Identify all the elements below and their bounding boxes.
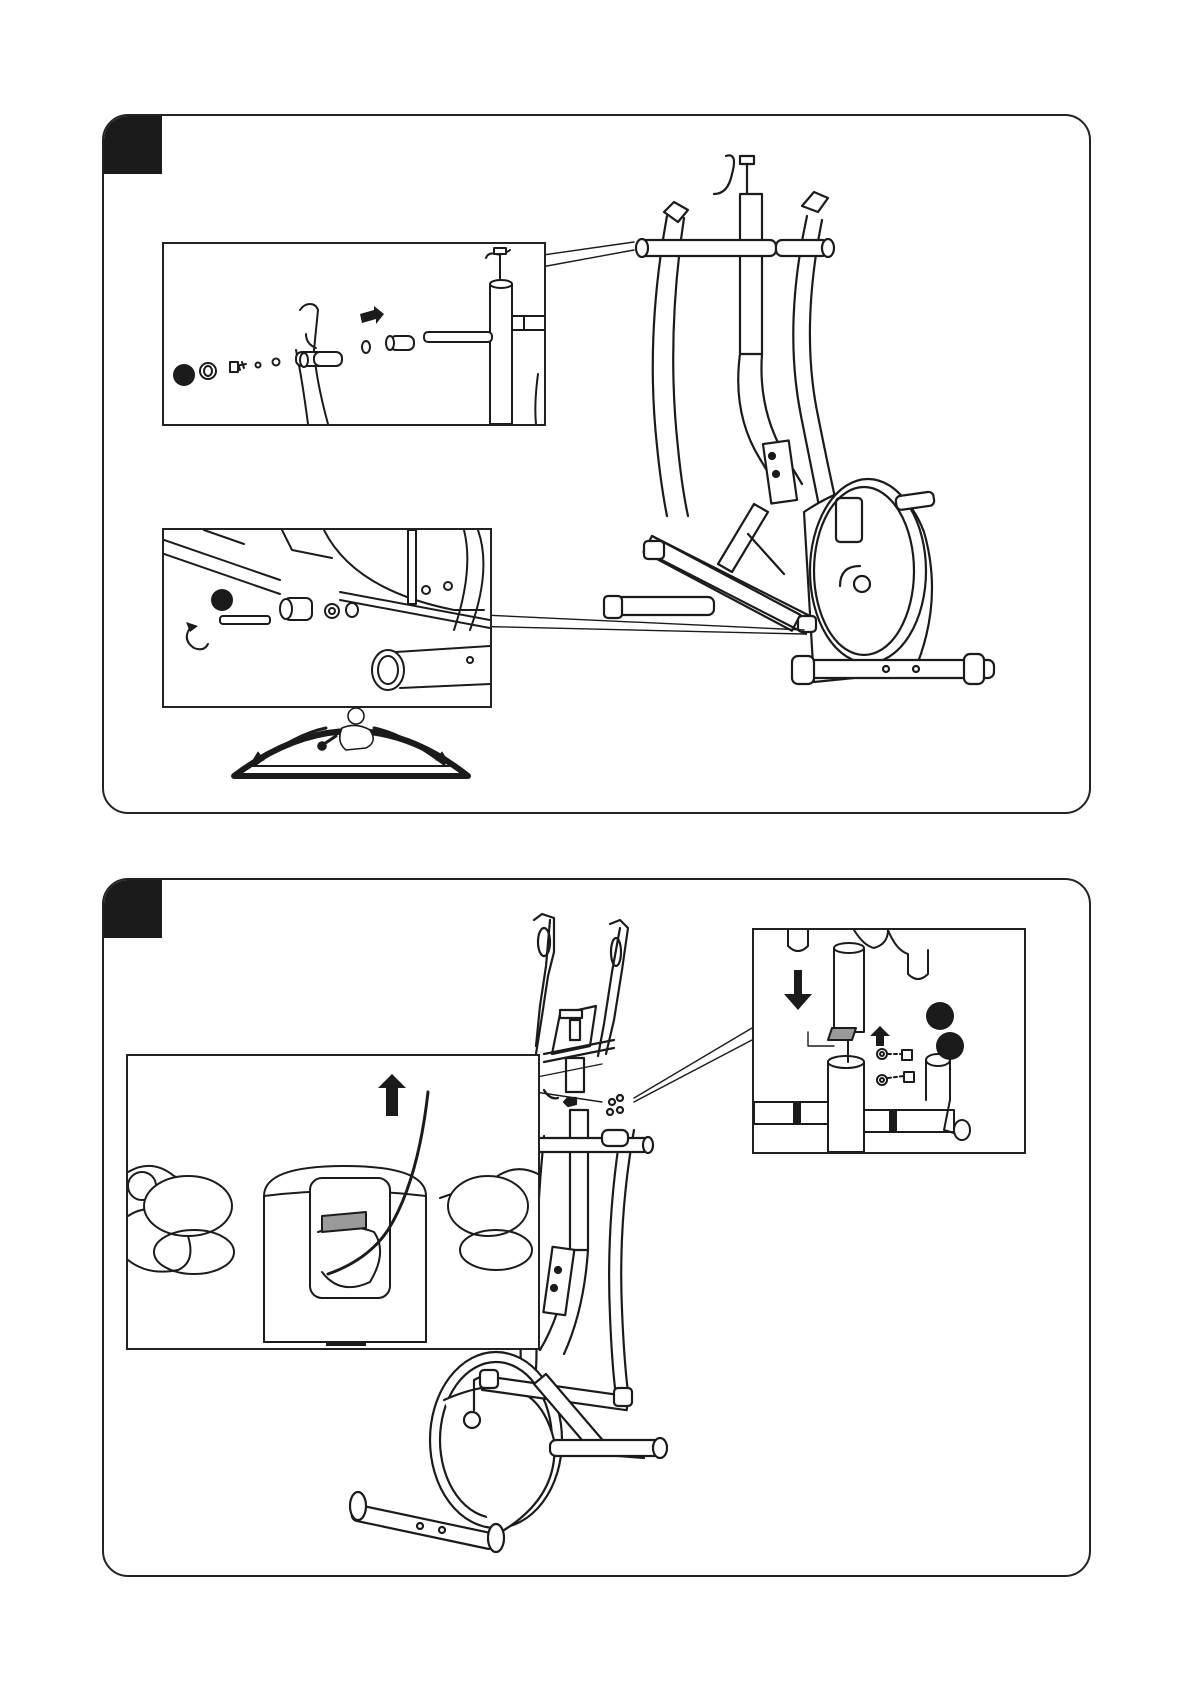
step-2-panel xyxy=(102,878,1091,1577)
cable-routing-detail-inset xyxy=(126,1054,540,1350)
arrow-up-icon xyxy=(378,1074,406,1116)
arrow-down-icon xyxy=(784,970,812,1010)
step-1-panel xyxy=(102,114,1091,814)
console-mast-bolt-detail-inset xyxy=(752,928,1026,1154)
torque-direction-callout xyxy=(104,116,1089,812)
